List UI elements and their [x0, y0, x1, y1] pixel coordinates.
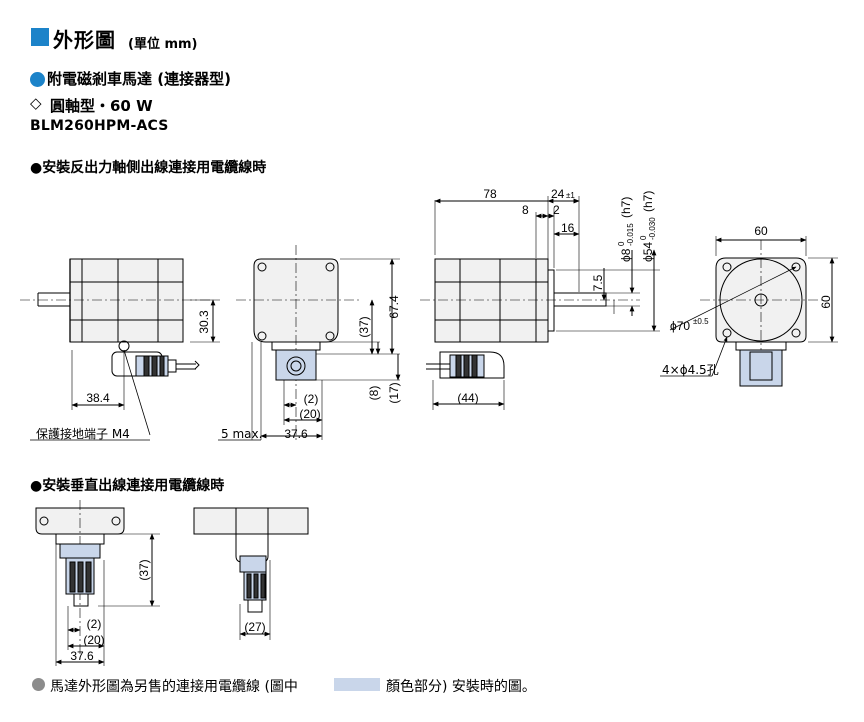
dim-37-6-vertical: 37.6 — [70, 649, 94, 663]
dim-67-4: 67.4 — [387, 295, 401, 319]
dim-24: 24 — [551, 187, 565, 201]
terminal-label: 保護接地端子 M4 — [36, 426, 130, 441]
phi8-tol-top: 0 — [617, 241, 626, 246]
dim-60-width: 60 — [754, 224, 768, 238]
bullet-icon — [30, 72, 45, 87]
side-view-left — [20, 258, 220, 441]
model-number: BLM260HPM-ACS — [30, 118, 169, 134]
dim-37: (37) — [357, 316, 371, 337]
dim-60-height: 60 — [819, 295, 833, 309]
dim-37-vertical: (37) — [137, 559, 151, 580]
vertical-view-b — [193, 507, 309, 640]
dim-phi8: ϕ8 — [619, 248, 633, 262]
dim-8: (8) — [367, 386, 381, 401]
footer-note-start: 馬達外形圖為另售的連接用電纜線 (圖中 — [50, 679, 298, 695]
dim-37-6: 37.6 — [284, 427, 308, 441]
dim-20: (20) — [299, 407, 320, 421]
dim-2: (2) — [304, 392, 319, 406]
footer-note-end: 顏色部分) 安裝時的圖。 — [386, 679, 536, 695]
dim-2-top: 2 — [553, 203, 560, 217]
section2-title: ●安裝垂直出線連接用電纜線時 — [30, 478, 225, 494]
front-view-right — [660, 236, 838, 387]
section1-title: ●安裝反出力軸側出線連接用電纜線時 — [30, 160, 267, 176]
spec-line: 圓軸型・60 W — [50, 97, 153, 115]
dim-16: 16 — [561, 221, 575, 235]
cable-color-swatch — [334, 678, 380, 691]
dim-phi70: ϕ70 — [670, 319, 690, 333]
dim-8: 8 — [522, 203, 529, 217]
page-title: 外形圖 — [53, 28, 116, 52]
side-view-right — [420, 196, 660, 410]
diamond-icon: ◇ — [30, 94, 42, 112]
dim-17: (17) — [387, 382, 401, 403]
note-dot-icon — [32, 678, 45, 691]
phi8-tol-bot: -0.015 — [626, 223, 635, 246]
title-marker — [31, 28, 49, 46]
product-title: 附電磁剎車馬達 (連接器型) — [47, 70, 231, 88]
dim-20-vertical: (20) — [83, 633, 104, 647]
dim-24-tol: ±1 — [566, 191, 575, 200]
phi8-fit: (h7) — [619, 197, 633, 218]
vertical-view-a — [35, 500, 160, 666]
phi54-fit: (h7) — [641, 191, 655, 212]
dim-7-5: 7.5 — [591, 274, 605, 291]
dim-2-vertical: (2) — [87, 617, 102, 631]
phi70-tol: ±0.5 — [693, 317, 709, 326]
dim-38-4: 38.4 — [86, 391, 110, 405]
phi54-tol-top: 0 — [639, 235, 648, 240]
holes-label: 4×ϕ4.5孔 — [662, 363, 719, 377]
dim-5max: 5 max. — [221, 427, 262, 441]
dim-78: 78 — [483, 187, 497, 201]
phi54-tol-bot: -0.030 — [648, 217, 657, 240]
end-view-middle — [218, 245, 401, 441]
dim-27-vertical: (27) — [244, 620, 265, 634]
dim-phi54: ϕ54 — [641, 242, 655, 262]
dim-44: (44) — [457, 391, 478, 405]
dim-30-3: 30.3 — [197, 310, 211, 334]
unit-label: (單位 mm) — [128, 37, 198, 52]
